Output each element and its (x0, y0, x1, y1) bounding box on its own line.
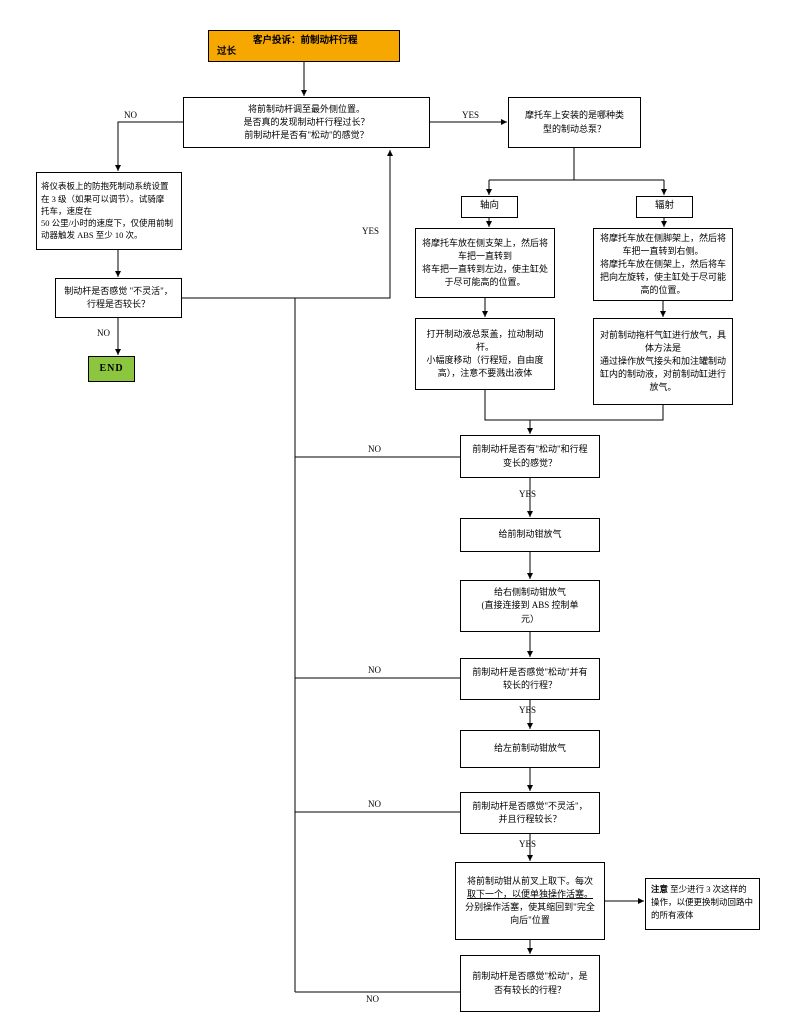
master-cylinder-question-box: 摩托车上安装的是哪种类型的制动总泵？ (508, 97, 641, 148)
bleed-pushrod-box: 对前制动拖杆气缸进行放气，具体方法是通过操作放气接头和加注罐制动缸内的制动液，对… (593, 318, 733, 405)
stiff-travel-decision-box: 前制动杆是否感觉"不灵活"，并且行程较长？ (460, 792, 600, 834)
bleed-left-caliper-box: 给左前制动钳放气 (460, 730, 600, 768)
edge-label-no-q1: NO (368, 444, 381, 454)
bleed-right-caliper-box: 给右侧制动钳放气(直接连接到 ABS 控制单元） (460, 580, 600, 632)
lever-check-decision-box: 制动杆是否感觉 "不灵活"，行程是否较长？ (55, 278, 182, 318)
axial-branch-box: 轴向 (461, 196, 518, 218)
complaint-box: 客户投诉：前制动杆行程过长 (208, 30, 400, 62)
note-body: 至少进行 3 次这样的操作，以便更换制动回路中的所有液体 (651, 884, 754, 920)
edge-label-yes-q2: YES (519, 705, 537, 715)
edge-mcq-split-stem (489, 148, 664, 181)
edge-label-yes-adjust: YES (462, 110, 480, 120)
edge-label-no-adjust: NO (124, 110, 137, 120)
end-box: END (88, 356, 135, 382)
edge-label-no-q4: NO (366, 994, 379, 1004)
note-title: 注意 (651, 884, 669, 894)
loose-travel-decision-3-box: 前制动杆是否感觉"松动"，是否有较长的行程？ (460, 955, 600, 1012)
adjust-lever-decision-box: 将前制动杆调至最外侧位置。是否真的发现制动杆行程过长？前制动杆是否有"松动"的感… (183, 97, 430, 148)
radial-branch-box: 辐射 (636, 196, 693, 218)
note-box: 注意 至少进行 3 次这样的操作，以便更换制动回路中的所有液体 (645, 878, 760, 930)
loose-travel-decision-1-box: 前制动杆是否有"松动"和行程变长的感觉？ (460, 435, 600, 478)
edge-label-yes-q1: YES (519, 489, 537, 499)
edge-merge-branches (484, 390, 664, 421)
edge-label-no-levercheck: NO (97, 328, 110, 338)
edge-adjust-no-to-abs (115, 121, 183, 171)
edge-label-no-q2: NO (368, 665, 381, 675)
axial-position-box: 将摩托车放在侧支架上，然后将车把一直转到将车把一直转到左边，使主缸处于尽可能高的… (415, 228, 555, 298)
open-reservoir-box: 打开制动液总泵盖，拉动制动杆。小幅度移动（行程短，自由度高），注意不要溅出液体 (415, 318, 555, 390)
edge-label-yes-q3: YES (519, 839, 537, 849)
loose-travel-decision-2-box: 前制动杆是否感觉"松动"并有较长的行程？ (460, 658, 600, 700)
bleed-front-caliper-box: 给前制动钳放气 (460, 518, 600, 552)
edge-levercheck-yes-loop (182, 150, 393, 299)
radial-position-box: 将摩托车放在侧脚架上，然后将车把一直转到右侧。将摩托车放在侧架上，然后将车把向左… (593, 228, 733, 301)
edge-label-yes-loop: YES (362, 226, 380, 236)
remove-calipers-box: 将前制动钳从前叉上取下。每次取下一个，以便单独操作活塞。分别操作活塞，使其缩回到… (455, 862, 605, 940)
edge-label-no-q3: NO (368, 799, 381, 809)
